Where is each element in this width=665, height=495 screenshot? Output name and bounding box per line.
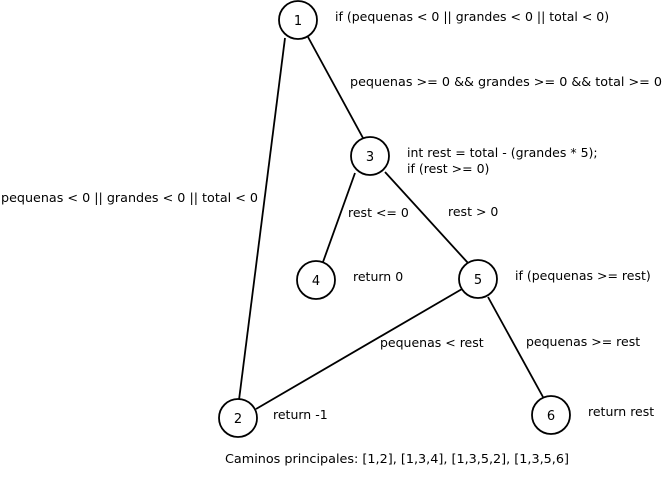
node-3-annotation-line2: if (rest >= 0) bbox=[407, 161, 489, 176]
edge-1-2 bbox=[238, 37, 286, 401]
node-1-label: 1 bbox=[294, 14, 302, 29]
node-1-circle bbox=[278, 0, 318, 40]
node-6: 6 bbox=[531, 395, 571, 435]
node-2-label: 2 bbox=[234, 412, 242, 427]
node-6-circle bbox=[531, 395, 571, 435]
node-1-annotation: if (pequenas < 0 || grandes < 0 || total… bbox=[335, 9, 609, 24]
edge-3-5 bbox=[384, 171, 469, 264]
node-2-circle bbox=[218, 398, 258, 438]
node-3-circle bbox=[350, 136, 390, 176]
node-4: 4 bbox=[296, 260, 336, 300]
edge-1-3-label: pequenas >= 0 && grandes >= 0 && total >… bbox=[350, 74, 662, 89]
node-1: 1 bbox=[278, 0, 318, 40]
edge-1-3 bbox=[307, 36, 364, 139]
node-6-annotation: return rest bbox=[588, 404, 654, 419]
node-4-label: 4 bbox=[312, 274, 320, 289]
edge-5-6-label: pequenas >= rest bbox=[526, 334, 640, 349]
node-6-label: 6 bbox=[547, 409, 555, 424]
edge-1-2-label: pequenas < 0 || grandes < 0 || total < 0 bbox=[1, 190, 258, 205]
node-4-circle bbox=[296, 260, 336, 300]
node-5-circle bbox=[458, 259, 498, 299]
node-2: 2 bbox=[218, 398, 258, 438]
edge-5-6 bbox=[487, 296, 544, 398]
edge-3-4-label: rest <= 0 bbox=[348, 205, 409, 220]
edge-5-2-label: pequenas < rest bbox=[380, 335, 484, 350]
edge-3-4 bbox=[322, 172, 356, 263]
node-3-annotation-line1: int rest = total - (grandes * 5); bbox=[407, 145, 598, 160]
node-5: 5 bbox=[458, 259, 498, 299]
edge-5-2 bbox=[255, 288, 463, 410]
node-5-annotation: if (pequenas >= rest) bbox=[515, 268, 651, 283]
node-3: 3 bbox=[350, 136, 390, 176]
main-paths-caption: Caminos principales: [1,2], [1,3,4], [1,… bbox=[225, 451, 569, 466]
edge-3-5-label: rest > 0 bbox=[448, 204, 498, 219]
node-2-annotation: return -1 bbox=[273, 407, 328, 422]
node-5-label: 5 bbox=[474, 273, 482, 288]
node-3-label: 3 bbox=[366, 150, 374, 165]
node-4-annotation: return 0 bbox=[353, 269, 403, 284]
